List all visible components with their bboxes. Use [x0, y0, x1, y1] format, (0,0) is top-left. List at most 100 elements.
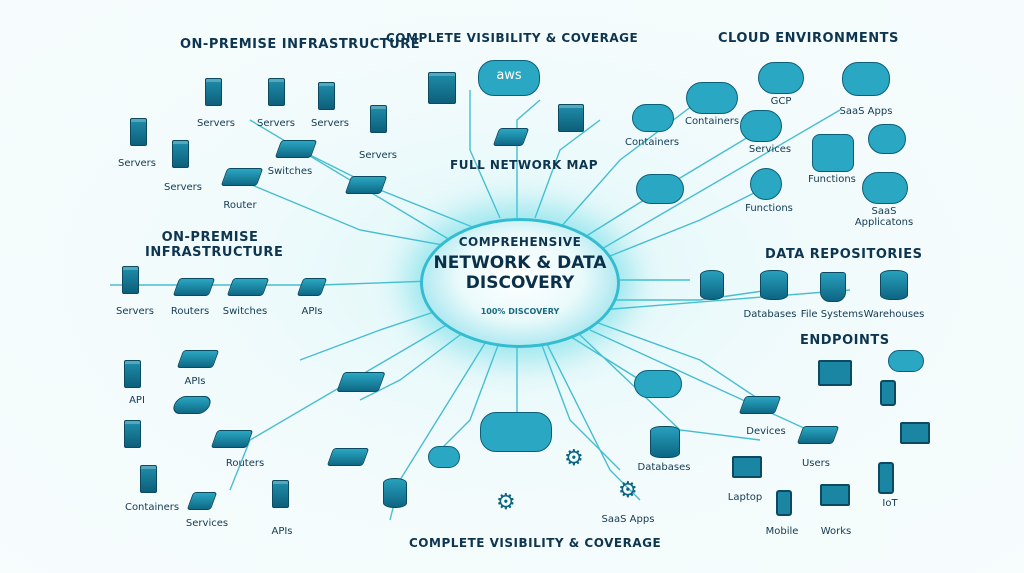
cloud-icon — [636, 174, 684, 204]
endpoints-heading: ENDPOINTS — [800, 333, 890, 348]
server-icon — [272, 480, 289, 508]
iot-label: IoT — [882, 498, 898, 509]
switch-icon — [274, 140, 318, 158]
gear-icon: ⚙ — [564, 446, 584, 471]
laptop-icon — [732, 456, 762, 478]
device-icon — [738, 396, 782, 414]
iot-icon — [878, 462, 894, 494]
container-cloud-icon — [632, 104, 674, 132]
switch-icon — [226, 278, 270, 296]
server-icon — [124, 360, 141, 388]
server-icon — [370, 105, 387, 133]
saas-applications-label: SaaS Applicatons — [854, 206, 914, 228]
container-cloud-icon — [686, 82, 738, 114]
database-icon — [650, 426, 680, 458]
cloud-heading: CLOUD ENVIRONMENTS — [718, 31, 899, 46]
aws-cloud-icon: aws — [478, 60, 540, 96]
servers-label: Servers — [196, 118, 236, 129]
warehouse-icon — [880, 270, 908, 300]
databases-label: Databases — [637, 462, 691, 473]
switches-label: Switches — [222, 306, 268, 317]
router-label: Router — [223, 200, 257, 211]
server-rack-icon — [428, 72, 456, 104]
server-icon — [268, 78, 285, 106]
hub-badge: 100% DISCOVERY — [480, 307, 560, 316]
function-icon — [750, 168, 782, 200]
saas-apps-label: SaaS Apps — [601, 514, 655, 525]
functions-label: Functions — [808, 174, 856, 185]
data-repos-heading: DATA REPOSITORIES — [765, 247, 923, 262]
cube-icon — [558, 104, 584, 132]
servers-label: Servers — [163, 182, 203, 193]
database-cloud-icon — [480, 412, 552, 452]
server-icon — [122, 266, 139, 294]
switch-icon — [336, 372, 386, 392]
servers-label: Servers — [358, 150, 398, 161]
router-icon — [220, 168, 264, 186]
full-network-map-heading: FULL NETWORK MAP — [450, 158, 599, 172]
warehouses-label: Warehouses — [863, 309, 925, 320]
api-label: API — [129, 395, 145, 406]
aws-label: aws — [496, 68, 522, 83]
server-icon — [318, 82, 335, 110]
switches-label: Switches — [267, 166, 313, 177]
file-systems-label: File Systems — [800, 309, 864, 320]
databases-label: Databases — [743, 309, 797, 320]
servers-label: Servers — [310, 118, 350, 129]
server-icon — [124, 420, 141, 448]
hub-title: COMPREHENSIVE — [458, 235, 582, 249]
services-label: Services — [748, 144, 792, 155]
servers-label: Servers — [256, 118, 296, 129]
services-cloud-icon — [740, 110, 782, 142]
apis-label: APIs — [184, 376, 206, 387]
users-label: Users — [801, 458, 831, 469]
server-icon — [172, 140, 189, 168]
routers-label: Routers — [225, 458, 265, 469]
router-icon — [172, 278, 216, 296]
saas-apps-label: SaaS Apps — [839, 106, 893, 117]
laptop-icon — [818, 360, 852, 386]
function-icon — [812, 134, 854, 172]
phone-icon — [880, 380, 896, 406]
saas-cloud-icon — [862, 172, 908, 204]
database-icon — [760, 270, 788, 300]
gear-icon: ⚙ — [618, 478, 638, 503]
server-icon — [205, 78, 222, 106]
works-label: Works — [820, 526, 852, 537]
mobile-icon — [776, 490, 792, 516]
discovery-hub: COMPREHENSIVE NETWORK & DATA DISCOVERY 1… — [420, 218, 620, 348]
api-icon — [176, 350, 220, 368]
hub-main-title: NETWORK & DATA DISCOVERY — [433, 253, 607, 293]
container-icon — [140, 465, 157, 493]
router-icon — [210, 430, 254, 448]
bucket-icon — [383, 478, 407, 508]
switch-icon — [326, 448, 370, 466]
gcp-label: GCP — [770, 96, 792, 107]
user-device-icon — [796, 426, 840, 444]
database-icon — [700, 270, 724, 300]
functions-label: Functions — [745, 203, 793, 214]
onprem-mid-heading: ON-PREMISE INFRASTRUCTURE — [145, 230, 284, 260]
apis-label: APIs — [301, 306, 323, 317]
visibility-top-heading: COMPLETE VISIBILITY & COVERAGE — [386, 31, 639, 45]
services-label: Services — [185, 518, 229, 529]
cloud-icon — [888, 350, 924, 372]
onprem-top-heading: ON-PREMISE INFRASTRUCTURE — [180, 37, 421, 52]
workstation-icon — [820, 484, 850, 506]
routers-label: Routers — [170, 306, 210, 317]
file-system-icon — [820, 272, 846, 302]
cloud-icon — [428, 446, 460, 468]
cloud-icon — [868, 124, 906, 154]
laptop-label: Laptop — [727, 492, 763, 503]
apis-label: APIs — [271, 526, 293, 537]
mobile-label: Mobile — [765, 526, 799, 537]
switch-icon — [344, 176, 388, 194]
containers-label: Containers — [124, 502, 180, 513]
gcp-cloud-icon — [758, 62, 804, 94]
monitor-icon — [900, 422, 930, 444]
saas-cloud-icon — [842, 62, 890, 96]
containers-label: Containers — [684, 116, 740, 127]
servers-label: Servers — [117, 158, 157, 169]
visibility-bottom-heading: COMPLETE VISIBILITY & COVERAGE — [409, 536, 662, 550]
